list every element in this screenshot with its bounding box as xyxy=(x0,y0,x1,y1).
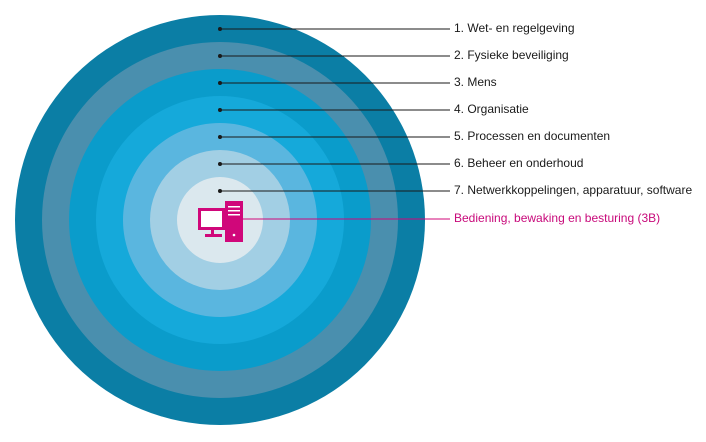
layer-label-3: 3. Mens xyxy=(454,75,497,89)
layer-label-4: 4. Organisatie xyxy=(454,102,529,116)
leader-dot-6 xyxy=(218,162,222,166)
leader-dot-5 xyxy=(218,135,222,139)
layer-label-2: 2. Fysieke beveiliging xyxy=(454,48,569,62)
leader-dot-3 xyxy=(218,81,222,85)
core-label: Bediening, bewaking en besturing (3B) xyxy=(454,211,661,225)
leader-dot-2 xyxy=(218,54,222,58)
layer-label-6: 6. Beheer en onderhoud xyxy=(454,156,584,170)
layer-label-1: 1. Wet- en regelgeving xyxy=(454,21,575,35)
layer-label-7: 7. Netwerkkoppelingen, apparatuur, softw… xyxy=(454,183,693,197)
computer-icon xyxy=(198,201,243,242)
leader-dot-4 xyxy=(218,108,222,112)
leader-dot-1 xyxy=(218,27,222,31)
leader-dot-7 xyxy=(218,189,222,193)
layer-label-5: 5. Processen en documenten xyxy=(454,129,611,143)
